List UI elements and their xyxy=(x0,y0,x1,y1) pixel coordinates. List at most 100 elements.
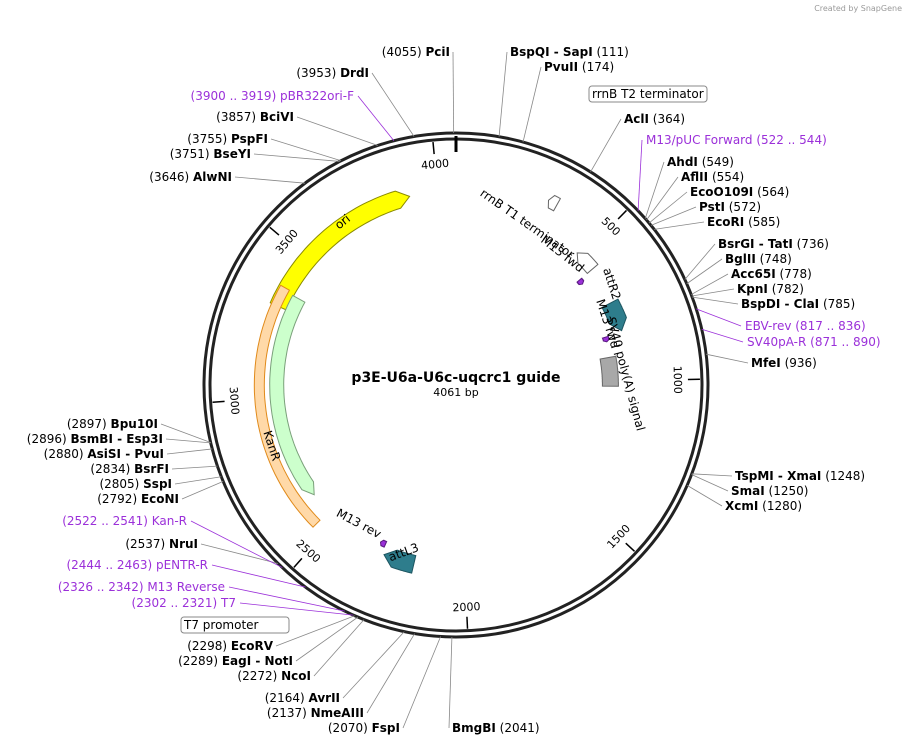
leader-line xyxy=(342,631,405,699)
primer-leader xyxy=(190,520,283,568)
tick-mark xyxy=(212,400,225,404)
enzyme-site-ncoi: (2272) NcoI xyxy=(237,669,311,683)
enzyme-site-pvui: (2880) AsiSI - PvuI xyxy=(44,447,164,461)
tick-mark xyxy=(617,209,628,220)
feature-attr2 xyxy=(601,298,627,332)
leader-line xyxy=(452,51,455,134)
primer-label-pbr322ori-f: (3900 .. 3919) pBR322ori-F xyxy=(191,89,355,103)
feature-m13-rev xyxy=(379,539,388,548)
leader-line xyxy=(296,116,378,146)
leader-line xyxy=(686,258,723,285)
feature-kanr xyxy=(269,294,315,496)
leader-line xyxy=(402,636,441,729)
enzyme-site-tspmi: TspMI - XmaI (1248) xyxy=(735,469,865,483)
leader-line xyxy=(691,474,729,492)
primer-label-sv40pa-r: SV40pA-R (871 .. 890) xyxy=(747,335,881,349)
primer-leader xyxy=(701,328,744,343)
enzyme-site-sspi: (2805) SspI xyxy=(99,477,172,491)
tick-mark xyxy=(293,557,303,568)
feature-m13-fwd xyxy=(601,335,610,343)
leader-line xyxy=(295,616,359,662)
enzyme-site-ecorv: (2298) EcoRV xyxy=(187,639,274,653)
leader-line xyxy=(253,153,340,162)
primer-leader xyxy=(637,139,643,211)
leader-line xyxy=(691,288,735,297)
feature-rrnb-t1-terminator xyxy=(576,252,599,275)
leader-line xyxy=(181,481,224,500)
enzyme-site-xcmi: XcmI (1280) xyxy=(725,499,802,513)
enzyme-site-smai: SmaI (1250) xyxy=(731,484,808,498)
plasmid-length: 4061 bp xyxy=(433,386,478,399)
leader-line xyxy=(448,636,453,729)
tick-mark xyxy=(466,616,469,629)
tick-label: 3000 xyxy=(227,386,242,415)
tick-label: 2000 xyxy=(452,600,481,614)
leader-line xyxy=(171,465,218,470)
enzyme-site-esp3i: (2896) BsmBI - Esp3I xyxy=(27,432,163,446)
leader-line xyxy=(644,161,665,219)
feature-label-attr2: attR2 xyxy=(600,266,623,301)
leader-line xyxy=(313,619,365,677)
primer-label-m13-puc-forward: M13/pUC Forward (522 .. 544) xyxy=(646,133,827,147)
enzyme-site-bcivi: (3857) BciVI xyxy=(216,110,294,124)
rrnb-t2-label: rrnB T2 terminator xyxy=(592,87,704,101)
enzyme-site-acli: AclI (364) xyxy=(624,112,685,126)
enzyme-site-pcii: (4055) PciI xyxy=(382,45,450,59)
leader-line xyxy=(686,485,723,507)
enzyme-site-mfei: MfeI (936) xyxy=(751,356,817,370)
t7-promoter-box xyxy=(180,616,290,634)
tick-mark xyxy=(625,542,636,552)
primer-label-m13-reverse: (2326 .. 2342) M13 Reverse xyxy=(58,580,225,594)
leader-line xyxy=(646,176,679,221)
leader-line xyxy=(166,448,213,455)
leader-line xyxy=(234,176,306,184)
primer-label-pentr-r: (2444 .. 2463) pENTR-R xyxy=(66,558,208,572)
primer-leader xyxy=(357,95,395,142)
enzyme-site-bseyi: (3751) BseYI xyxy=(170,147,251,161)
enzyme-site-bglii: BglII (748) xyxy=(725,252,792,266)
snapgene-credit: Created by SnapGene xyxy=(814,4,902,13)
leader-line xyxy=(160,423,211,443)
enzyme-site-bsrfi: (2834) BsrFI xyxy=(90,462,169,476)
enzyme-site-noti: (2289) EagI - NotI xyxy=(178,654,293,668)
enzyme-site-alwni: (3646) AlwNI xyxy=(149,170,232,184)
leader-line xyxy=(165,438,211,444)
leader-line xyxy=(371,72,415,137)
tick-label: 3500 xyxy=(273,227,301,257)
enzyme-site-ecoo109i: EcoO109I (564) xyxy=(690,185,789,199)
primer-label-kan-r: (2522 .. 2541) Kan-R xyxy=(62,514,187,528)
enzyme-site-drdi: (3953) DrdI xyxy=(296,66,369,80)
leader-line xyxy=(648,191,688,224)
enzyme-site-pspfi: (3755) PspFI xyxy=(187,132,268,146)
leader-line xyxy=(174,476,222,485)
feature-sv40-poly-a-signal xyxy=(599,355,619,387)
leader-line xyxy=(200,543,279,564)
enzyme-site-ahdi: AhdI (549) xyxy=(667,155,734,169)
enzyme-site-kpni: KpnI (782) xyxy=(737,282,804,296)
backbone-outer xyxy=(202,131,710,639)
tick-mark xyxy=(432,142,435,155)
feature-kanr-orange xyxy=(253,284,321,528)
leader-line xyxy=(498,51,508,137)
rrnb-t2-box xyxy=(588,85,708,103)
enzyme-site-nmeaiii: (2137) NmeAIII xyxy=(267,706,364,720)
enzyme-site-pvuii: PvuII (174) xyxy=(544,60,614,74)
feature-ori xyxy=(269,190,411,311)
leader-line xyxy=(275,615,355,647)
primer-leader xyxy=(696,308,742,327)
label-leader-lines xyxy=(160,51,749,729)
tick-label: 2500 xyxy=(293,537,323,565)
feature-attl3 xyxy=(383,549,417,574)
enzyme-site-ecori: EcoRI (585) xyxy=(707,215,780,229)
feature-label-m13-rev: M13 rev xyxy=(334,506,383,541)
leader-line xyxy=(691,473,733,477)
primer-leader xyxy=(239,602,354,616)
leader-line xyxy=(522,66,542,143)
enzyme-site-avrii: (2164) AvrII xyxy=(265,691,340,705)
feature-m13-fwd xyxy=(576,277,585,286)
tick-mark xyxy=(269,226,280,236)
primer-leader xyxy=(228,586,345,612)
tick-label: 4000 xyxy=(421,157,450,173)
site-labels: BspQI - SapI (111)PvuII (174)AclI (364)A… xyxy=(27,45,881,735)
